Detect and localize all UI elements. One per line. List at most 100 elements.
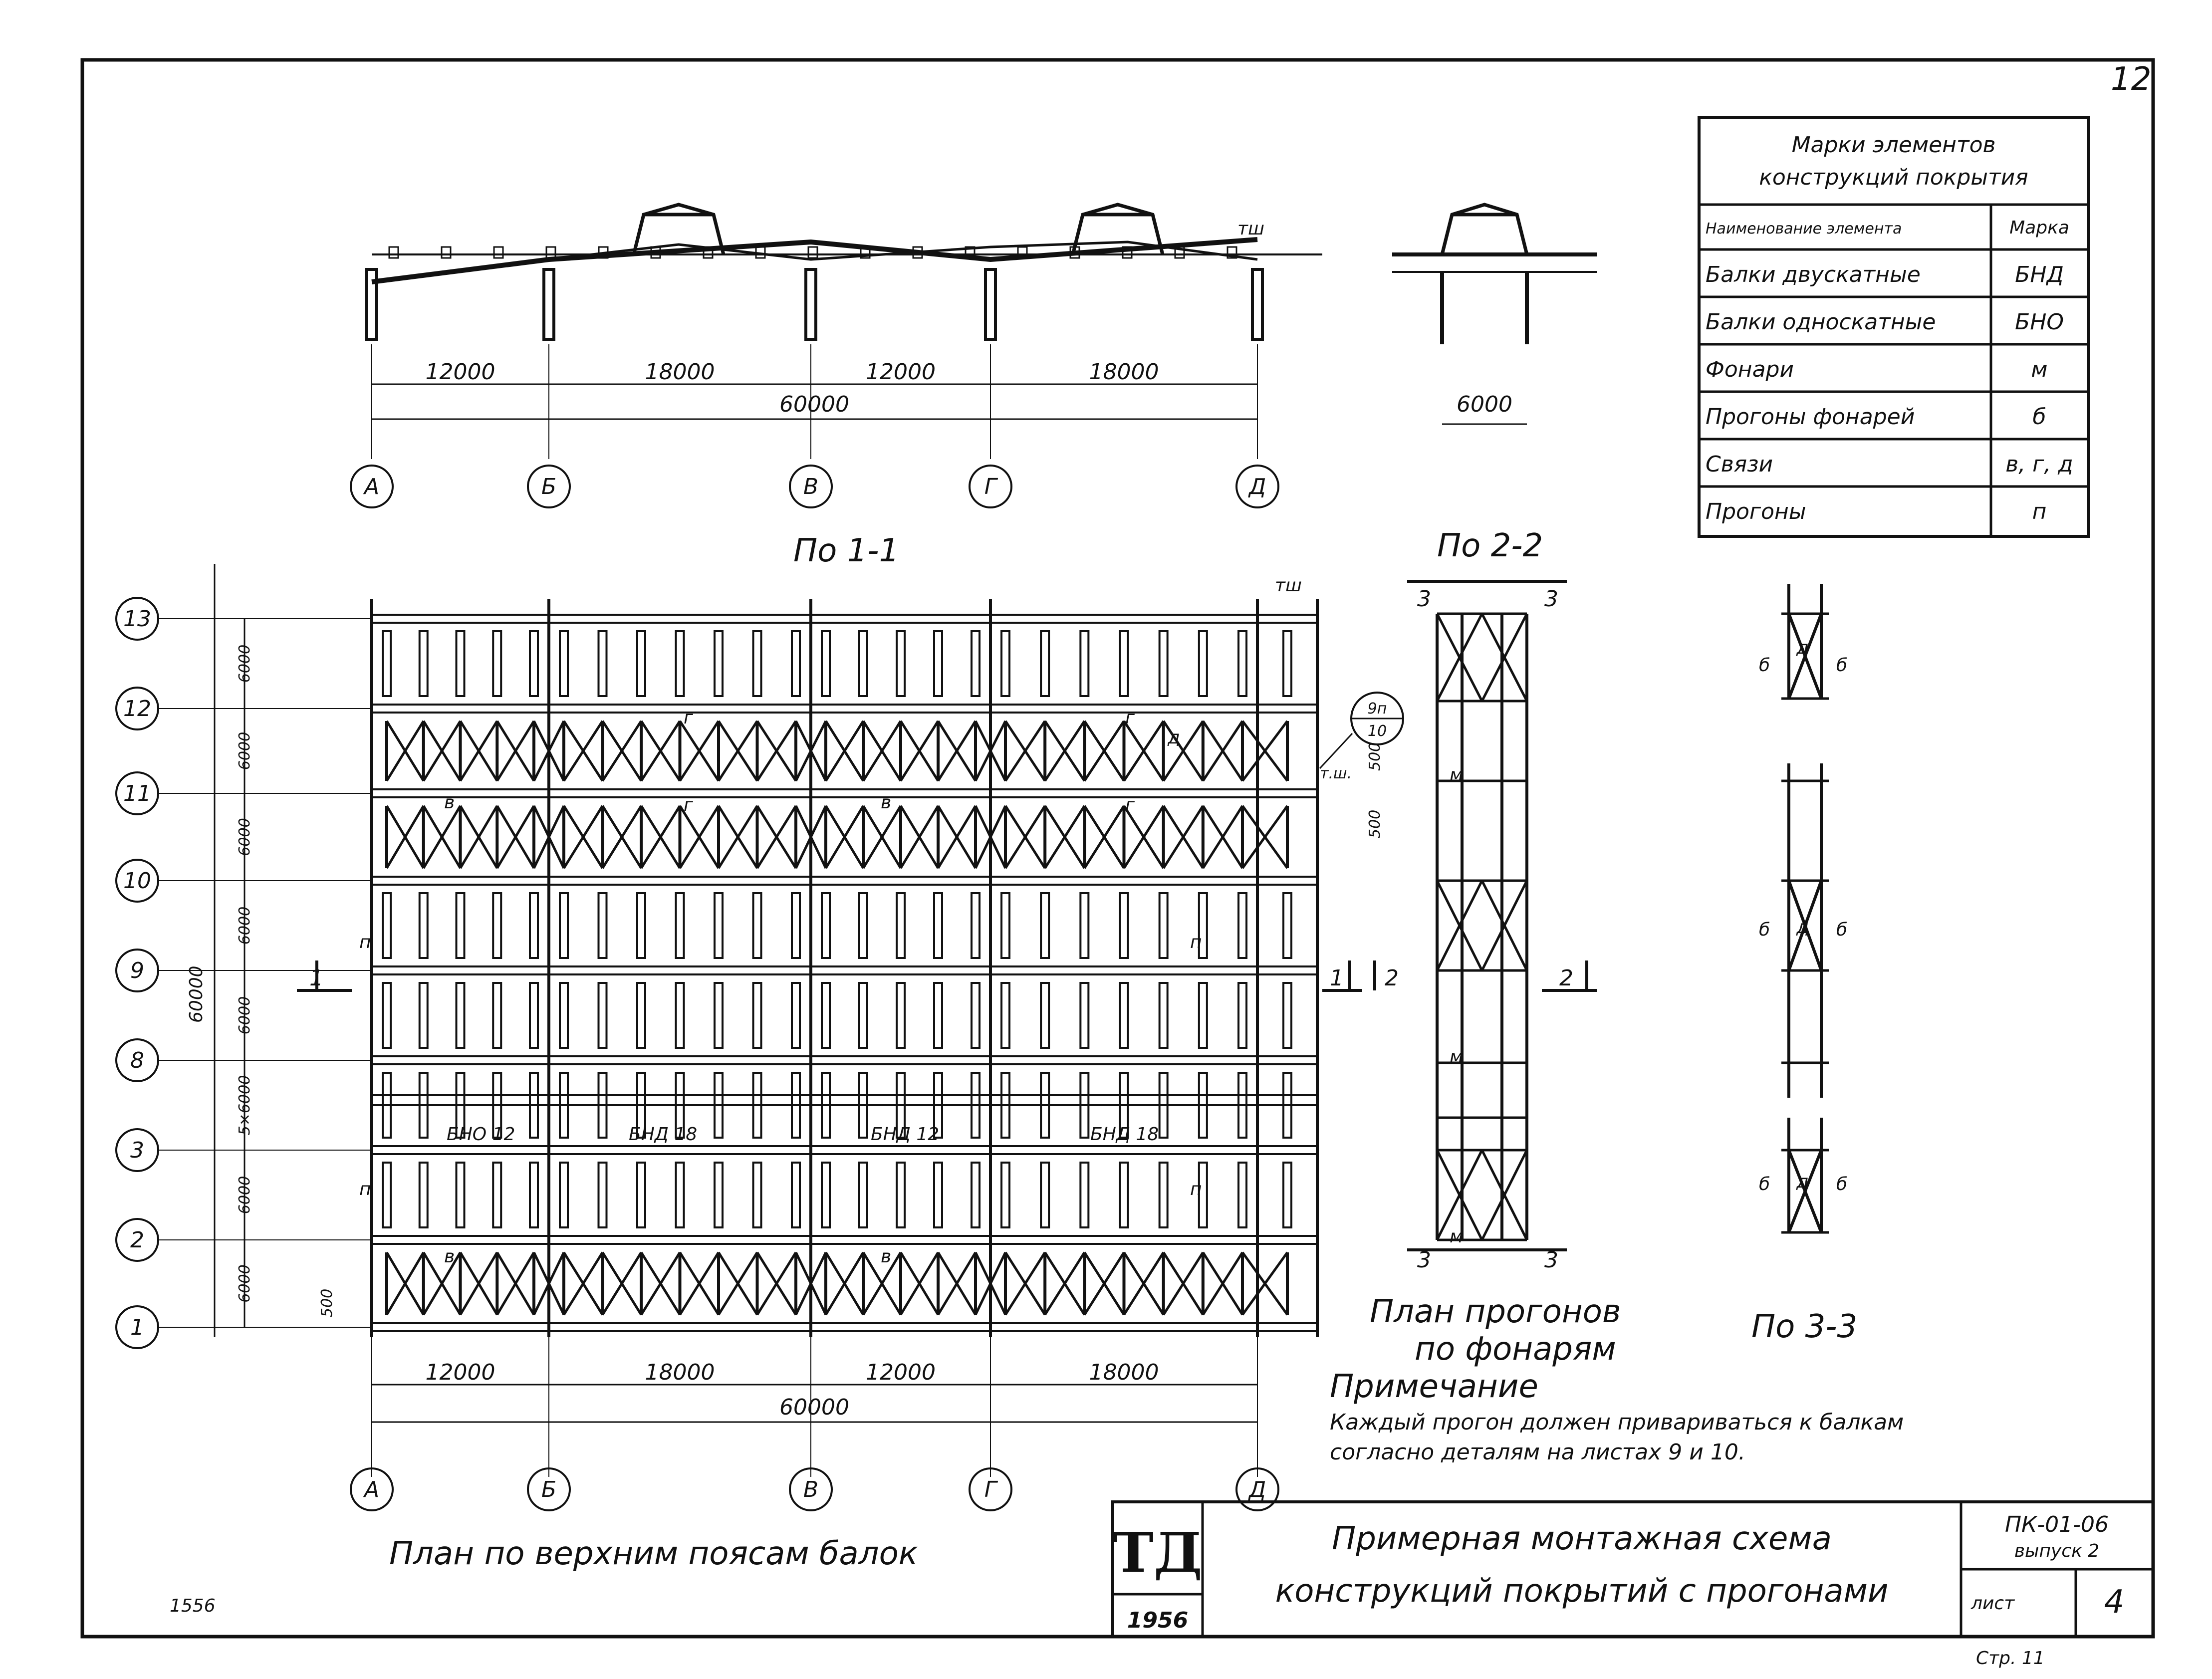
mark-d: д xyxy=(1167,727,1180,748)
purlin xyxy=(559,982,569,1049)
mark-m: м xyxy=(1450,1047,1463,1067)
lantern-plan: 3 3 3 3 м м м План прогонов по фонарям xyxy=(1370,580,1621,1368)
brace xyxy=(1202,1251,1244,1316)
axis-label: Г xyxy=(984,1477,998,1502)
table-row-mark: п xyxy=(2032,499,2047,524)
cut-3: 3 xyxy=(1544,586,1558,612)
purlin xyxy=(821,1162,831,1228)
purlin xyxy=(559,892,569,959)
brace xyxy=(422,805,462,869)
mark-g: г xyxy=(1125,795,1135,815)
purlin xyxy=(933,892,943,959)
purlin xyxy=(1198,1072,1208,1139)
mark-d: д xyxy=(1796,1172,1809,1192)
purlin xyxy=(933,1072,943,1139)
purlin xyxy=(1282,1162,1292,1228)
brace xyxy=(1004,805,1046,869)
brace xyxy=(937,805,977,869)
purlin xyxy=(455,1162,466,1228)
row-axis-label: 3 xyxy=(130,1138,144,1163)
row-axis-label: 13 xyxy=(123,606,151,632)
page-number: 12 xyxy=(2111,61,2151,98)
purlin-section xyxy=(441,246,452,259)
brace xyxy=(1436,880,1483,971)
purlin xyxy=(636,1072,646,1139)
purlin xyxy=(597,630,608,697)
brace xyxy=(717,1251,758,1316)
brace xyxy=(1436,1149,1483,1241)
purlin xyxy=(492,982,502,1049)
purlin xyxy=(1198,630,1208,697)
purlin xyxy=(1079,630,1090,697)
purlin xyxy=(382,1162,392,1228)
brace xyxy=(1202,805,1244,869)
brace xyxy=(1162,1251,1204,1316)
brace xyxy=(532,1251,565,1316)
purlin xyxy=(896,892,906,959)
purlin xyxy=(1040,1072,1050,1139)
row-spacing: 5×6000 xyxy=(236,1075,253,1136)
purlin xyxy=(418,1162,429,1228)
column xyxy=(542,268,555,341)
brace xyxy=(1123,1251,1165,1316)
purlin xyxy=(1040,1162,1050,1228)
title-block: ТД 1956 Примерная монтажная схема констр… xyxy=(1111,1500,2155,1669)
brace xyxy=(1083,720,1125,782)
purlin xyxy=(492,1072,502,1139)
brace xyxy=(385,1251,425,1316)
mark-g: г xyxy=(684,795,694,815)
brace xyxy=(1480,880,1528,971)
purlin xyxy=(1000,630,1010,697)
row-axis-label: 10 xyxy=(123,868,151,894)
row-spacing: 6000 xyxy=(236,1264,253,1302)
purlin xyxy=(455,982,466,1049)
table-row-name: Балки двускатные xyxy=(1706,262,1921,287)
purlin xyxy=(752,1162,762,1228)
purlin xyxy=(752,1072,762,1139)
purlin-section xyxy=(1227,246,1237,259)
table-row-mark: БНД xyxy=(2015,262,2064,287)
plan-span: 12000 xyxy=(426,1360,495,1385)
axis-label: Б xyxy=(541,474,556,499)
axis-label: В xyxy=(803,474,818,499)
purlin xyxy=(971,982,981,1049)
page-ref: Стр. 11 xyxy=(1976,1648,2045,1669)
mark-v: в xyxy=(881,1246,891,1267)
axis-bubble xyxy=(527,1467,571,1511)
purlin xyxy=(418,1072,429,1139)
brace xyxy=(640,1251,681,1316)
cut-mark-1-right: 1 2 xyxy=(1322,960,1399,992)
purlin xyxy=(1000,982,1010,1049)
row-spacing: 6000 xyxy=(236,907,253,945)
purlin xyxy=(1237,1072,1247,1139)
purlin xyxy=(1158,892,1169,959)
td-logo: ТД xyxy=(1113,1520,1203,1585)
table-row-name: Прогоны фонарей xyxy=(1706,404,1915,430)
purlin xyxy=(791,1072,801,1139)
mark-b: б xyxy=(1836,655,1847,676)
brace xyxy=(601,1251,643,1316)
purlin xyxy=(1040,982,1050,1049)
purlin xyxy=(492,1162,502,1228)
purlin xyxy=(675,982,685,1049)
lantern-left xyxy=(632,203,726,255)
purlin xyxy=(1237,982,1247,1049)
purlin xyxy=(1282,982,1292,1049)
purlin xyxy=(791,982,801,1049)
purlin xyxy=(1040,892,1050,959)
purlin xyxy=(455,892,466,959)
purlin xyxy=(382,892,392,959)
purlin xyxy=(597,1072,608,1139)
purlin xyxy=(529,1162,539,1228)
table-col-name: Наименование элемента xyxy=(1706,220,1902,238)
purlin xyxy=(971,630,981,697)
table-row-mark: б xyxy=(2032,404,2046,430)
brace xyxy=(679,805,720,869)
purlin xyxy=(597,1162,608,1228)
mark-tsh-top: тш xyxy=(1275,575,1302,596)
brace xyxy=(794,1251,827,1316)
axis-label: А xyxy=(363,1477,379,1502)
brace xyxy=(532,805,565,869)
row-axis-label: 1 xyxy=(130,1315,144,1340)
purlin xyxy=(559,1072,569,1139)
